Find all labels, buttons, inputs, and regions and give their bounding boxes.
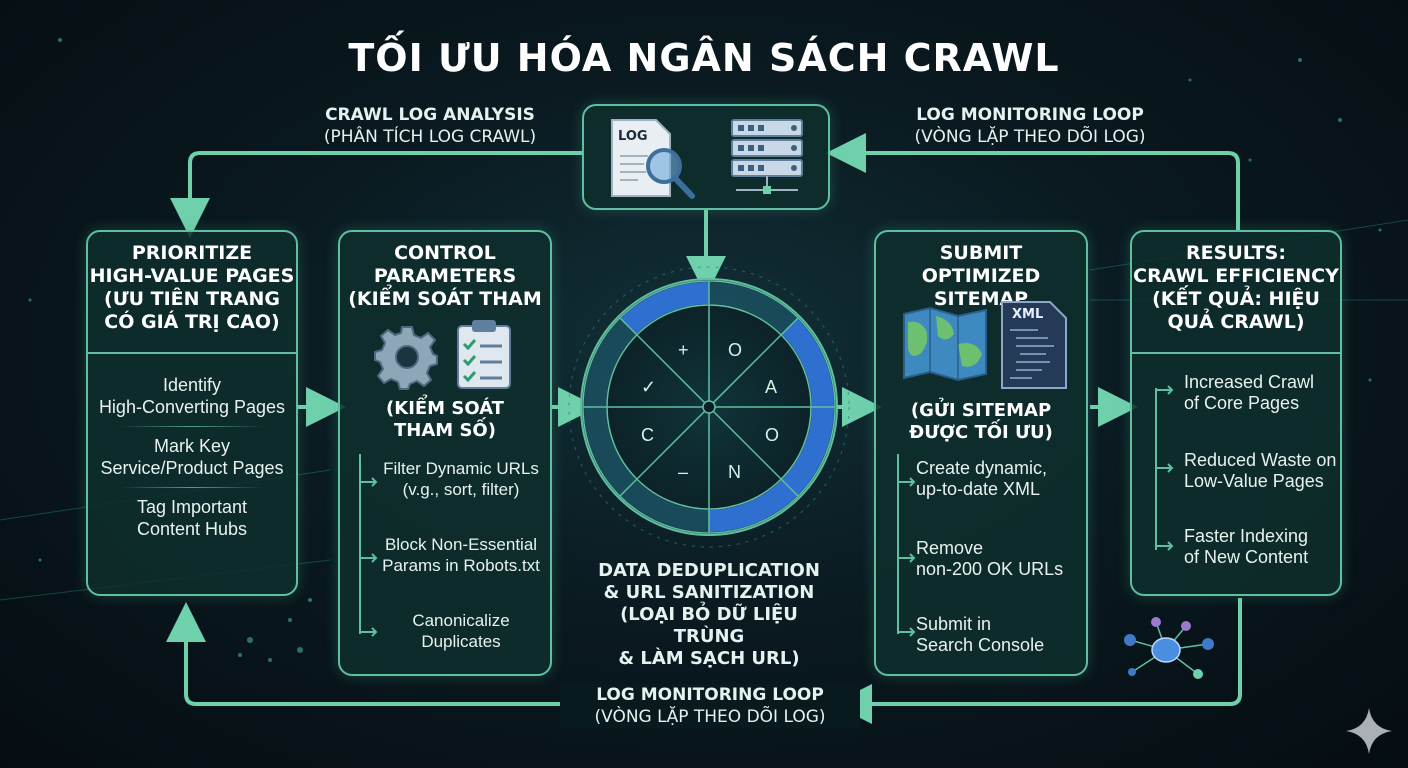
card2-item-1: Filter Dynamic URLs(v.g., sort, filter)	[383, 459, 539, 499]
card3-item-1: Create dynamic,up-to-date XML	[916, 458, 1048, 499]
svg-text:LOG: LOG	[618, 129, 648, 144]
card4-bracket	[1155, 385, 1174, 551]
log-file-magnifier-icon: LOG	[611, 119, 695, 199]
page-title: TỐI ƯU HÓA NGÂN SÁCH CRAWL	[348, 36, 1060, 80]
server-rack-icon	[731, 119, 803, 194]
xml-file-icon: XML	[1001, 301, 1067, 389]
wheel-symbol-n: N	[728, 462, 741, 482]
card-submit-sitemap: SUBMIT OPTIMIZED SITEMAP XML (GỬI SITEMA…	[874, 230, 1088, 676]
wheel-symbol-a: A	[765, 377, 778, 397]
item-divider	[120, 426, 264, 427]
wheel-symbol-minus: –	[678, 462, 689, 482]
caption-log-monitoring-loop-bottom: LOG MONITORING LOOP (VÒNG LẶP THEO DÕI L…	[560, 684, 860, 728]
card3-heading: SUBMIT OPTIMIZED SITEMAP	[921, 242, 1041, 310]
item-divider	[120, 487, 264, 488]
sitemap-map-icon	[903, 306, 987, 382]
gear-icon	[374, 326, 438, 390]
card4-divider	[1132, 352, 1340, 354]
checklist-clipboard-icon	[457, 320, 511, 389]
card1-heading: PRIORITIZE HIGH-VALUE PAGES (ƯU TIÊN TRA…	[89, 242, 295, 333]
card-results: RESULTS: CRAWL EFFICIENCY (KẾT QUẢ: HIỆU…	[1130, 230, 1342, 596]
card3-bracket	[897, 454, 916, 637]
card4-heading: RESULTS: CRAWL EFFICIENCY (KẾT QUẢ: HIỆU…	[1133, 242, 1339, 333]
card2-subheading: (KIỂM SOÁT THAM SỐ)	[386, 398, 504, 441]
wheel-symbol-o2: O	[765, 425, 780, 445]
log-analysis-box: LOG	[582, 104, 830, 210]
caption-crawl-log-analysis: CRAWL LOG ANALYSIS (PHÂN TÍCH LOG CRAWL)	[323, 105, 537, 147]
card3-subheading: (GỬI SITEMAP ĐƯỢC TỐI ƯU)	[909, 400, 1053, 443]
decorative-dots	[28, 38, 1382, 662]
dedup-caption: DATA DEDUPLICATION & URL SANITIZATION (L…	[598, 560, 820, 669]
svg-text:XML: XML	[1012, 307, 1043, 322]
card-control-parameters: CONTROL PARAMETERS (KIỂM SOÁT THAM (KIỂM…	[338, 230, 552, 676]
wheel-symbol-plus: +	[678, 340, 689, 360]
wheel-symbol-o1: O	[728, 340, 743, 360]
sparkle-icon	[1346, 708, 1392, 754]
wheel-symbol-check: ✓	[641, 377, 657, 397]
dedup-wheel	[580, 278, 838, 536]
network-database-icon	[1124, 617, 1214, 679]
card2-heading: CONTROL PARAMETERS (KIỂM SOÁT THAM	[348, 242, 542, 310]
wheel-symbol-c: C	[641, 425, 654, 445]
card2-bracket	[359, 454, 378, 637]
caption-log-monitoring-loop-top: LOG MONITORING LOOP (VÒNG LẶP THEO DÕI L…	[914, 105, 1146, 147]
card1-divider	[88, 352, 296, 354]
card-prioritize-pages: PRIORITIZE HIGH-VALUE PAGES (ƯU TIÊN TRA…	[86, 230, 298, 596]
